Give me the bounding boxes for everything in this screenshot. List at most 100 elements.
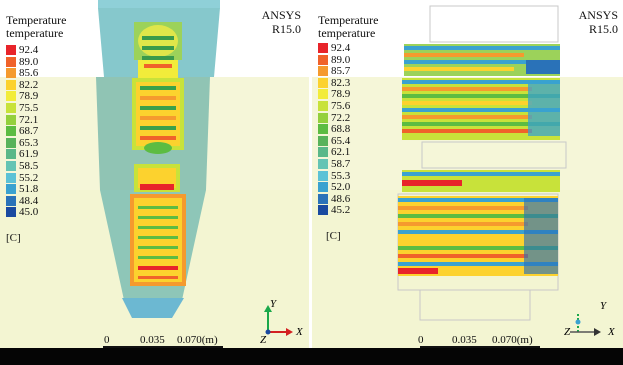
legend-value: 62.1 bbox=[331, 146, 351, 159]
left-model-contour bbox=[96, 0, 220, 318]
legend-value: 72.1 bbox=[19, 113, 39, 126]
legend-swatch bbox=[6, 184, 16, 195]
axis-y-label: Y bbox=[600, 300, 607, 312]
legend-entry: 78.9 bbox=[318, 88, 378, 100]
brand-line2: R15.0 bbox=[588, 22, 618, 36]
legend-entry: 65.3 bbox=[6, 137, 66, 149]
legend-value: 65.3 bbox=[19, 136, 39, 149]
legend-entry: 51.8 bbox=[6, 183, 66, 195]
legend-value: 85.6 bbox=[19, 67, 39, 80]
axis-triad: Y X Z bbox=[252, 298, 309, 348]
legend-value: 52.0 bbox=[331, 181, 351, 194]
legend-swatch bbox=[6, 137, 16, 148]
axis-x-label: X bbox=[608, 326, 615, 338]
legend-value: 65.4 bbox=[331, 134, 351, 147]
legend-swatch bbox=[318, 89, 328, 100]
scale-label-2: 0.070(m) bbox=[177, 334, 218, 346]
legend-entry: 52.0 bbox=[318, 181, 378, 193]
legend-entry: 61.9 bbox=[6, 148, 66, 160]
legend-entry: 72.2 bbox=[318, 112, 378, 124]
legend-swatch bbox=[6, 79, 16, 90]
legend-swatch bbox=[6, 172, 16, 183]
brand-line2: R15.0 bbox=[271, 22, 301, 36]
legend-entry: 92.4 bbox=[6, 44, 66, 56]
legend-entry: 89.0 bbox=[6, 56, 66, 68]
legend-value: 48.4 bbox=[19, 194, 39, 207]
legend-swatch bbox=[318, 112, 328, 123]
legend-value: 55.3 bbox=[331, 169, 351, 182]
legend-swatch bbox=[6, 195, 16, 206]
legend-value: 75.6 bbox=[331, 99, 351, 112]
legend-entry: 92.4 bbox=[318, 42, 378, 54]
legend-title-line1: Temperature bbox=[318, 13, 379, 27]
legend-title: Temperature temperature bbox=[6, 14, 66, 40]
legend-entry: 78.9 bbox=[6, 90, 66, 102]
scale-label-0: 0 bbox=[104, 334, 110, 346]
legend-entry: 55.3 bbox=[318, 170, 378, 182]
legend-entry: 48.6 bbox=[318, 193, 378, 205]
legend-entry: 72.1 bbox=[6, 114, 66, 126]
legend-value: 82.2 bbox=[19, 78, 39, 91]
legend-value: 92.4 bbox=[331, 42, 351, 54]
legend-value: 58.7 bbox=[331, 157, 351, 170]
legend-swatch bbox=[318, 43, 328, 53]
legend-swatch bbox=[318, 77, 328, 88]
legend-entry: 82.2 bbox=[6, 79, 66, 91]
legend-entry: 85.7 bbox=[318, 65, 378, 77]
legend-swatch bbox=[6, 68, 16, 79]
legend-swatch bbox=[318, 170, 328, 181]
legend-swatch bbox=[6, 91, 16, 102]
legend-title-line1: Temperature bbox=[6, 13, 67, 27]
legend-value: 89.0 bbox=[19, 55, 39, 68]
legend-swatch bbox=[318, 100, 328, 111]
legend-value: 92.4 bbox=[19, 44, 39, 56]
scale-bar bbox=[103, 346, 223, 348]
brand-label: ANSYS R15.0 bbox=[246, 8, 301, 36]
legend-title: Temperature temperature bbox=[318, 14, 378, 40]
legend-value: 61.9 bbox=[19, 148, 39, 161]
legend-swatch bbox=[318, 158, 328, 169]
legend-swatch bbox=[6, 149, 16, 160]
legend-value: 45.2 bbox=[331, 204, 351, 217]
legend-swatch bbox=[318, 54, 328, 65]
legend-entry: 68.8 bbox=[318, 123, 378, 135]
scale-label-0: 0 bbox=[418, 334, 424, 346]
legend-swatch bbox=[6, 45, 16, 55]
legend-entry: 45.0 bbox=[6, 206, 66, 218]
legend-entry: 68.7 bbox=[6, 125, 66, 137]
legend-swatch bbox=[6, 102, 16, 113]
brand-line1: ANSYS bbox=[578, 8, 618, 22]
legend-value: 89.0 bbox=[331, 53, 351, 66]
scale-bar bbox=[420, 346, 540, 348]
axis-x-label: X bbox=[296, 326, 303, 338]
right-model-contour bbox=[397, 5, 567, 321]
legend-value: 85.7 bbox=[331, 65, 351, 78]
axis-y-label: Y bbox=[270, 298, 277, 310]
legend-title-line2: temperature bbox=[6, 26, 64, 40]
unit-label: [C] bbox=[6, 232, 21, 244]
legend-swatch bbox=[318, 147, 328, 158]
legend-value: 55.2 bbox=[19, 171, 39, 184]
legend-value: 78.9 bbox=[19, 90, 39, 103]
triad-arrows bbox=[570, 312, 601, 336]
scale-ruler: 0 0.035 0.070(m) bbox=[100, 334, 230, 348]
legend-swatch bbox=[6, 56, 16, 67]
legend-swatch bbox=[6, 126, 16, 137]
bottom-strip bbox=[0, 348, 623, 365]
legend-value: 58.5 bbox=[19, 159, 39, 172]
brand-label: ANSYS R15.0 bbox=[562, 8, 618, 36]
triad-arrows bbox=[264, 305, 293, 336]
legend-swatch bbox=[6, 114, 16, 125]
legend-entry: 48.4 bbox=[6, 195, 66, 207]
legend-entry: 55.2 bbox=[6, 172, 66, 184]
legend-swatch bbox=[318, 193, 328, 204]
axis-z-label: Z bbox=[260, 334, 267, 346]
legend-value: 48.6 bbox=[331, 192, 351, 205]
scale-ruler: 0 0.035 0.070(m) bbox=[416, 334, 546, 348]
legend-value: 72.2 bbox=[331, 111, 351, 124]
legend-swatch bbox=[318, 182, 328, 193]
